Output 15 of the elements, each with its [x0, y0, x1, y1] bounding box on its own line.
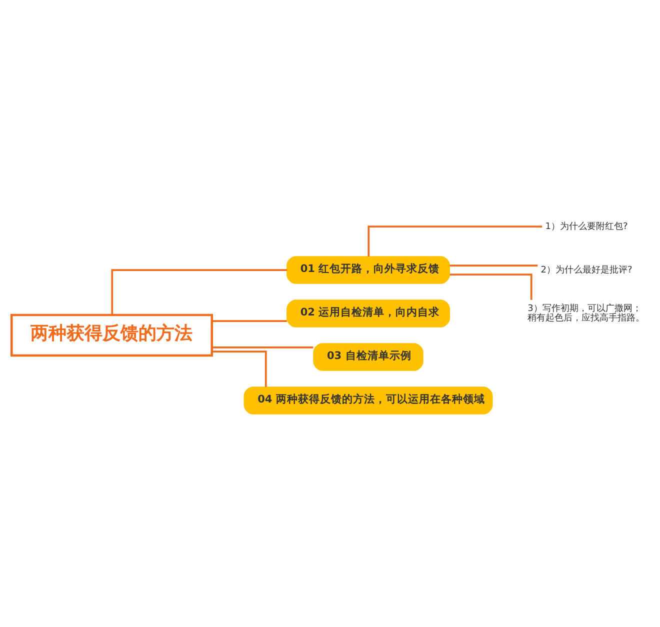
connector	[111, 269, 287, 315]
connector	[212, 346, 314, 348]
node-box: 01 红包开路，向外寻求反馈	[286, 256, 450, 284]
node-text: 1）为什么要附红包?	[545, 222, 628, 232]
node-box: 02 运用自检清单，向内自求	[286, 300, 450, 328]
node-box: 04 两种获得反馈的方法，可以运用在各种领域	[244, 386, 493, 414]
connector	[450, 264, 538, 266]
node-text: 3）写作初期，可以广撒网；稍有起色后，应找高手指路。	[528, 304, 645, 324]
node-text: 2）为什么最好是批评?	[540, 265, 632, 276]
connector	[212, 350, 267, 387]
connector	[368, 226, 542, 256]
connector	[212, 320, 287, 322]
node-box: 两种获得反馈的方法	[10, 314, 213, 357]
connector	[450, 274, 532, 300]
node-box: 03 自检清单示例	[313, 343, 424, 371]
